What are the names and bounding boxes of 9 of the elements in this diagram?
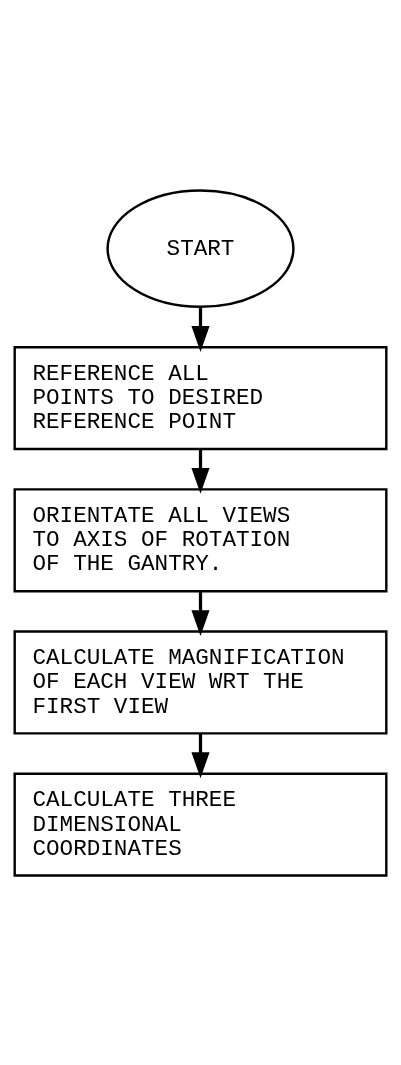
- node-box: CALCULATE MAGNIFICATION OF EACH VIEW WRT THE FIRST VIEW: [13, 629, 388, 735]
- node-box: CALCULATE THREE DIMENSIONAL COORDINATES: [13, 772, 388, 877]
- node-box: ORIENTATE ALL VIEWS TO AXIS OF ROTATION OF THE GANTRY.: [13, 487, 388, 592]
- arrow: [191, 448, 210, 494]
- node-ellipse: START: [106, 188, 295, 308]
- arrow: [191, 590, 210, 636]
- node-box: REFERENCE ALL POINTS TO DESIRED REFERENCE POINT: [13, 345, 388, 450]
- arrow: [191, 732, 210, 778]
- arrow: [191, 306, 210, 352]
